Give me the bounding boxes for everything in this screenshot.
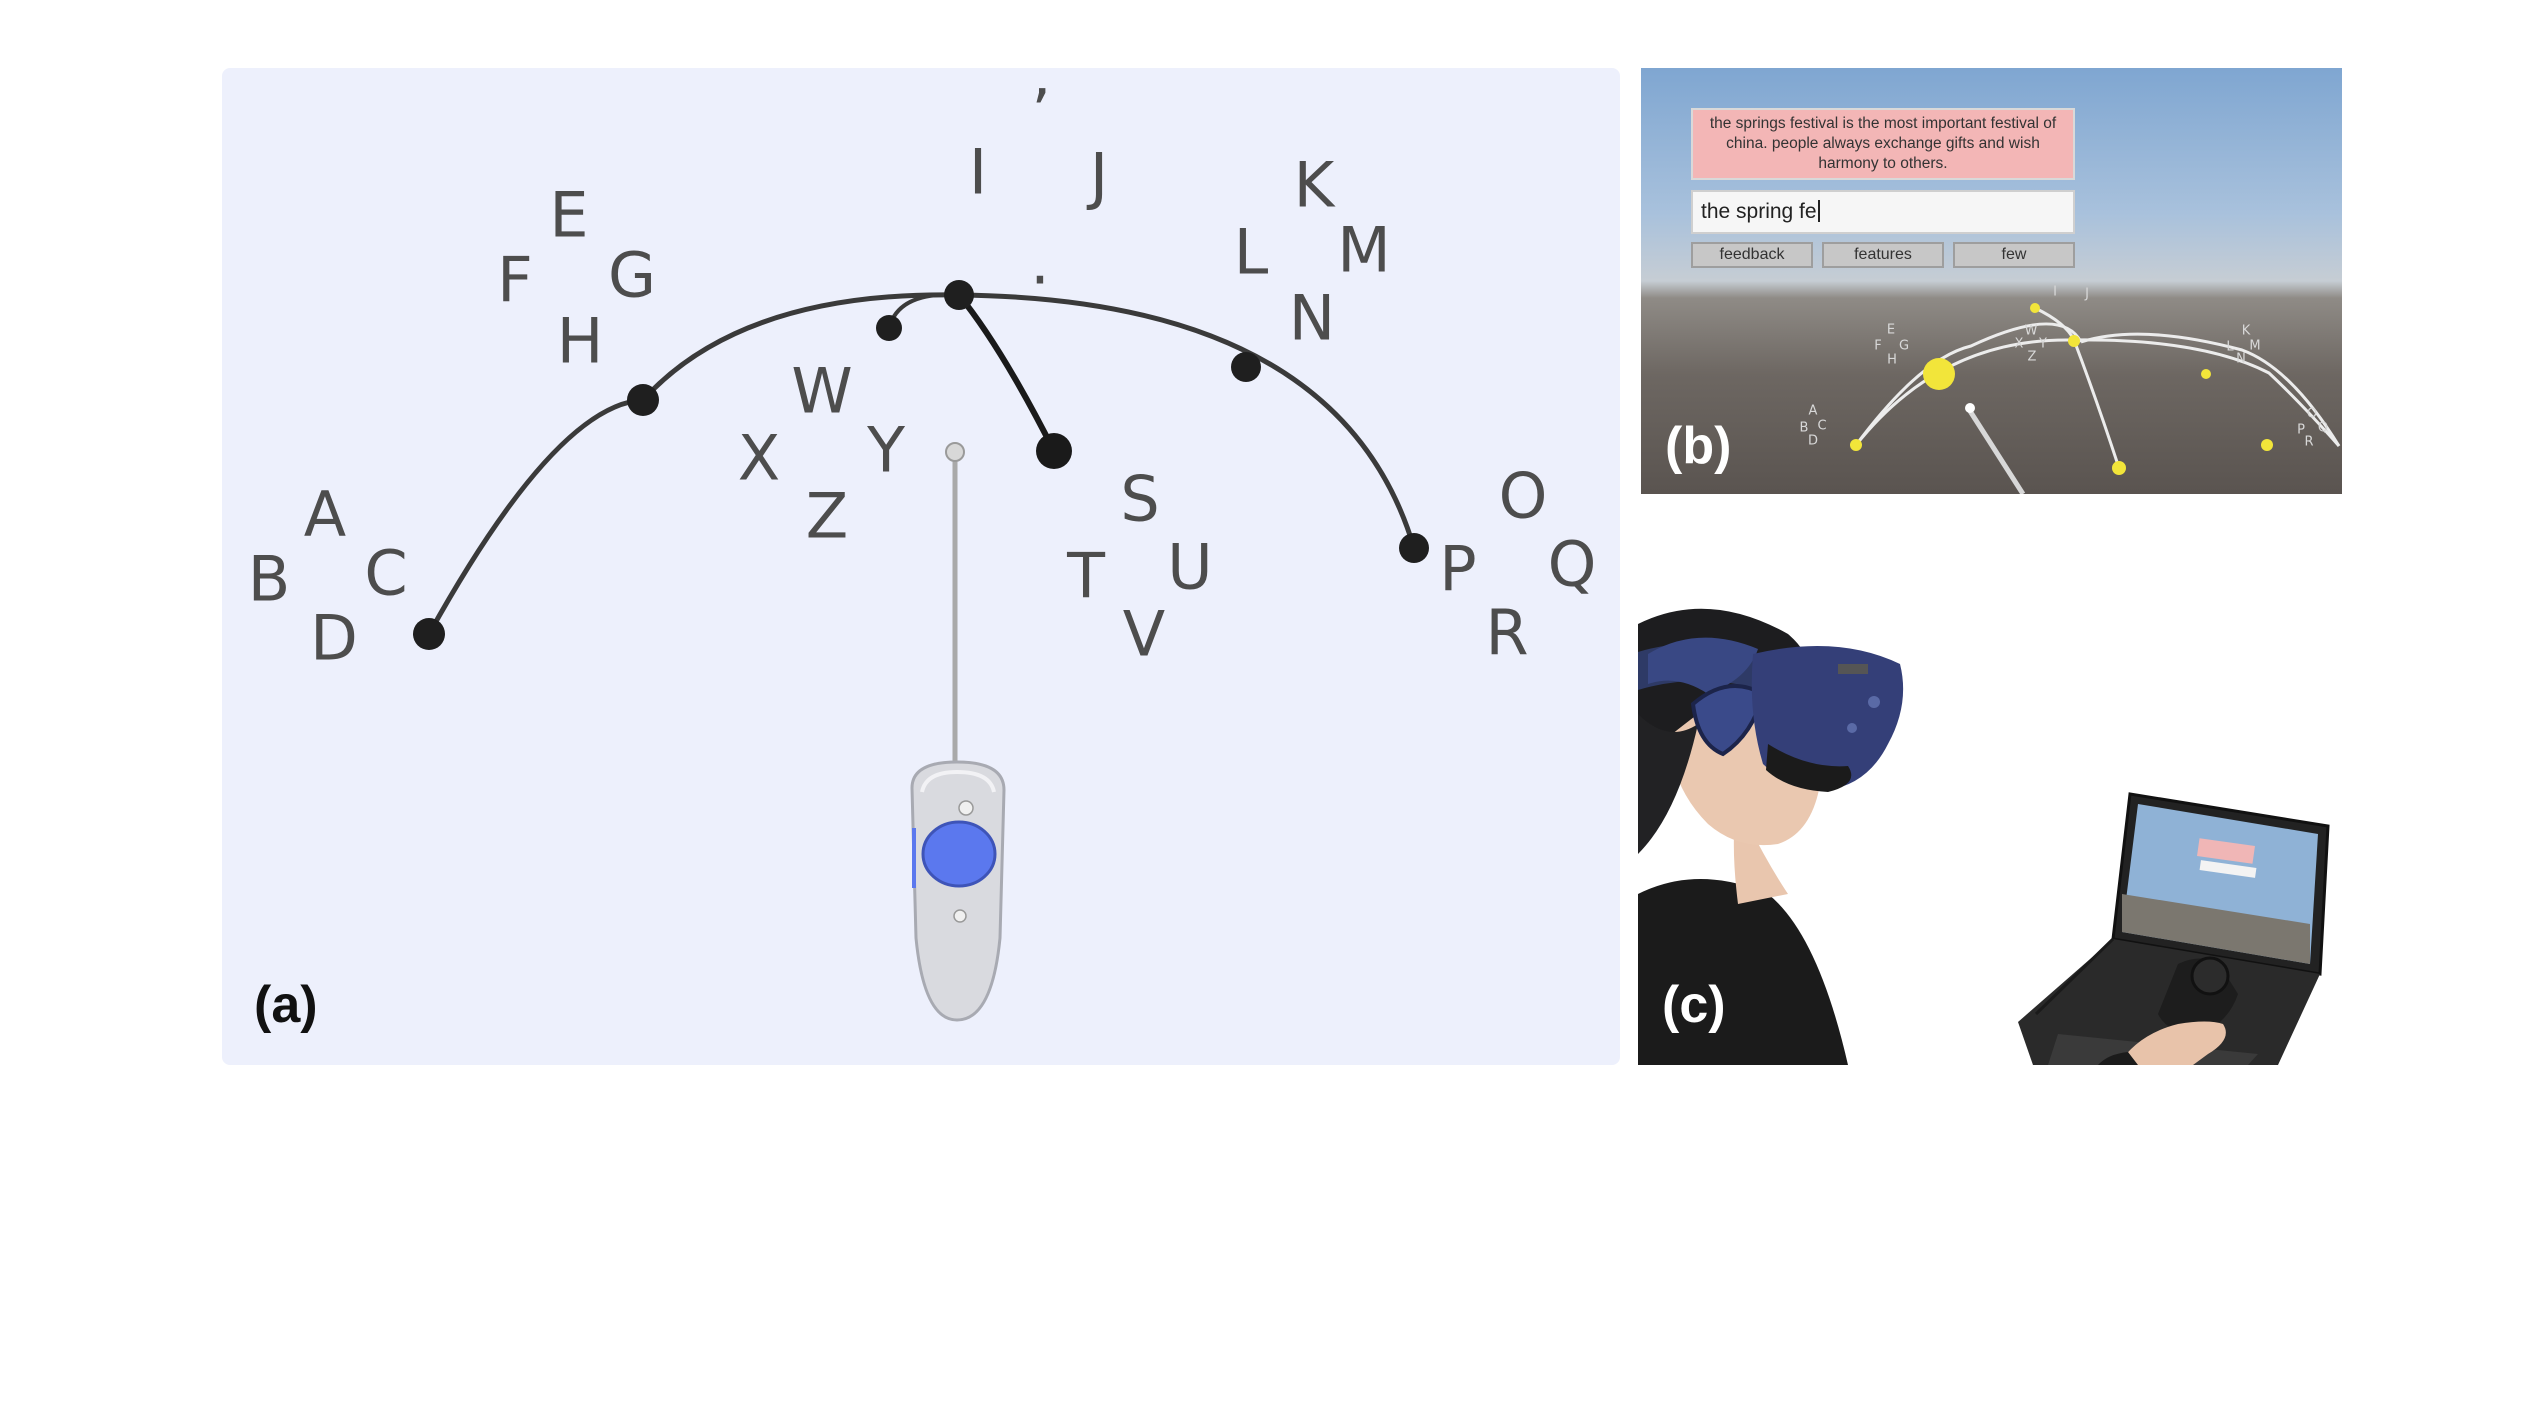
laptop-icon bbox=[2018, 792, 2330, 1065]
key-letter: E bbox=[549, 179, 588, 252]
key-letter: N bbox=[1289, 282, 1335, 355]
mini-letter: G bbox=[1899, 339, 1909, 354]
mini-letter: J bbox=[2084, 287, 2089, 302]
mini-controller-ray bbox=[1967, 409, 2026, 494]
key-letter: P bbox=[1439, 533, 1476, 606]
key-letter: G bbox=[608, 239, 656, 312]
key-letter: Z bbox=[806, 480, 848, 553]
arc-node-active bbox=[1036, 433, 1072, 469]
mini-letter: N bbox=[2236, 352, 2246, 367]
mini-letter: D bbox=[1808, 434, 1818, 449]
key-letter: R bbox=[1485, 597, 1528, 670]
branch-arc-right bbox=[956, 293, 1057, 453]
key-letter: M bbox=[1337, 214, 1391, 287]
yellow-node bbox=[2201, 369, 2211, 379]
mini-letter: M bbox=[2249, 339, 2260, 354]
arc-node bbox=[876, 315, 902, 341]
mini-arc bbox=[1854, 338, 2341, 447]
panel-label-c: (c) bbox=[1662, 976, 1726, 1034]
panel-a-keyboard-diagram: A B C D E F G H I ’ . J K L M N O P Q R … bbox=[222, 68, 1620, 1065]
mini-letter: F bbox=[1874, 339, 1881, 354]
yellow-node bbox=[2261, 439, 2273, 451]
mini-letter: C bbox=[1817, 419, 1826, 434]
main-arc bbox=[426, 292, 1417, 636]
yellow-node bbox=[2068, 335, 2080, 347]
arc-node bbox=[944, 280, 974, 310]
mini-letter: W bbox=[2025, 324, 2038, 339]
mini-letter: E bbox=[1887, 323, 1895, 338]
touchpad bbox=[921, 820, 997, 888]
mini-branch-arc bbox=[2034, 306, 2121, 469]
mini-letter: H bbox=[1887, 353, 1897, 368]
mini-letter: O bbox=[2307, 407, 2317, 422]
text-input-field[interactable]: the spring fe bbox=[1691, 190, 2075, 234]
text-caret bbox=[1817, 200, 1820, 222]
input-text: the spring fe bbox=[1701, 200, 1817, 223]
vr-controller-icon bbox=[910, 760, 1006, 1022]
mini-letter: Q bbox=[2318, 421, 2328, 436]
key-letter: Q bbox=[1548, 528, 1597, 601]
arc-node bbox=[627, 384, 659, 416]
ray-tip bbox=[945, 442, 965, 462]
mini-letter: I bbox=[2053, 285, 2057, 300]
mini-letter: L bbox=[2226, 340, 2234, 355]
key-letter: K bbox=[1294, 149, 1336, 222]
arc-keyboard-diagram: A B C D E F G H I ’ . J K L M N O P Q R … bbox=[248, 76, 1597, 1022]
mini-letter: R bbox=[2304, 435, 2313, 450]
key-letter: D bbox=[310, 602, 358, 675]
suggestion-button-1[interactable]: feedback bbox=[1691, 242, 1813, 268]
key-letter: C bbox=[364, 537, 407, 610]
key-letter: W bbox=[791, 355, 852, 428]
vr-headset-icon bbox=[1638, 637, 1904, 792]
panel-b-vr-view: the springs festival is the most importa… bbox=[1641, 68, 2342, 494]
mini-letter: K bbox=[2242, 324, 2251, 339]
target-phrase: the springs festival is the most importa… bbox=[1691, 108, 2075, 180]
arc-node bbox=[413, 618, 445, 650]
mini-ray-tip bbox=[1965, 403, 1975, 413]
key-letter: J bbox=[1086, 140, 1108, 213]
mini-letter: P bbox=[2297, 423, 2305, 438]
key-letter: V bbox=[1123, 598, 1165, 671]
panel-c-user-photo: (c) bbox=[1638, 594, 2342, 1065]
panel-label-a: (a) bbox=[254, 976, 318, 1034]
yellow-node bbox=[1850, 439, 1862, 451]
mini-letter: Y bbox=[2038, 337, 2047, 352]
key-letter: L bbox=[1234, 216, 1269, 289]
key-letter: H bbox=[557, 305, 604, 378]
key-letter: . bbox=[1030, 226, 1050, 299]
mini-letter: B bbox=[1800, 421, 1809, 436]
arc-node bbox=[1399, 533, 1429, 563]
vr-keyboard-scene: A B C D E F G H I J K L M N O P Q R W X … bbox=[1800, 285, 2341, 494]
key-letter: Y bbox=[866, 414, 905, 487]
suggestion-button-2[interactable]: features bbox=[1822, 242, 1944, 268]
yellow-node bbox=[2030, 303, 2040, 313]
panel-label-b: (b) bbox=[1665, 417, 1732, 475]
key-letter: S bbox=[1120, 463, 1159, 536]
hand-with-controller bbox=[2098, 956, 2238, 1065]
key-letter: B bbox=[248, 543, 291, 616]
key-letter: A bbox=[304, 478, 346, 551]
headset-strap bbox=[1838, 664, 1868, 674]
mini-letter: X bbox=[2015, 337, 2024, 352]
key-letter: ’ bbox=[1031, 76, 1051, 149]
key-letter: O bbox=[1499, 460, 1548, 533]
yellow-node bbox=[2112, 461, 2126, 475]
key-letter: X bbox=[738, 422, 780, 495]
mini-letter: A bbox=[1809, 404, 1818, 419]
key-letter: I bbox=[969, 136, 987, 209]
user-photo-illustration bbox=[1638, 608, 2330, 1065]
key-letter: T bbox=[1066, 540, 1106, 613]
suggestion-button-3[interactable]: few bbox=[1953, 242, 2075, 268]
arc-node bbox=[1231, 352, 1261, 382]
key-letter: U bbox=[1167, 531, 1212, 604]
yellow-node-selected bbox=[1923, 358, 1955, 390]
mini-letter: Z bbox=[2028, 350, 2037, 365]
key-letter: F bbox=[497, 244, 533, 317]
